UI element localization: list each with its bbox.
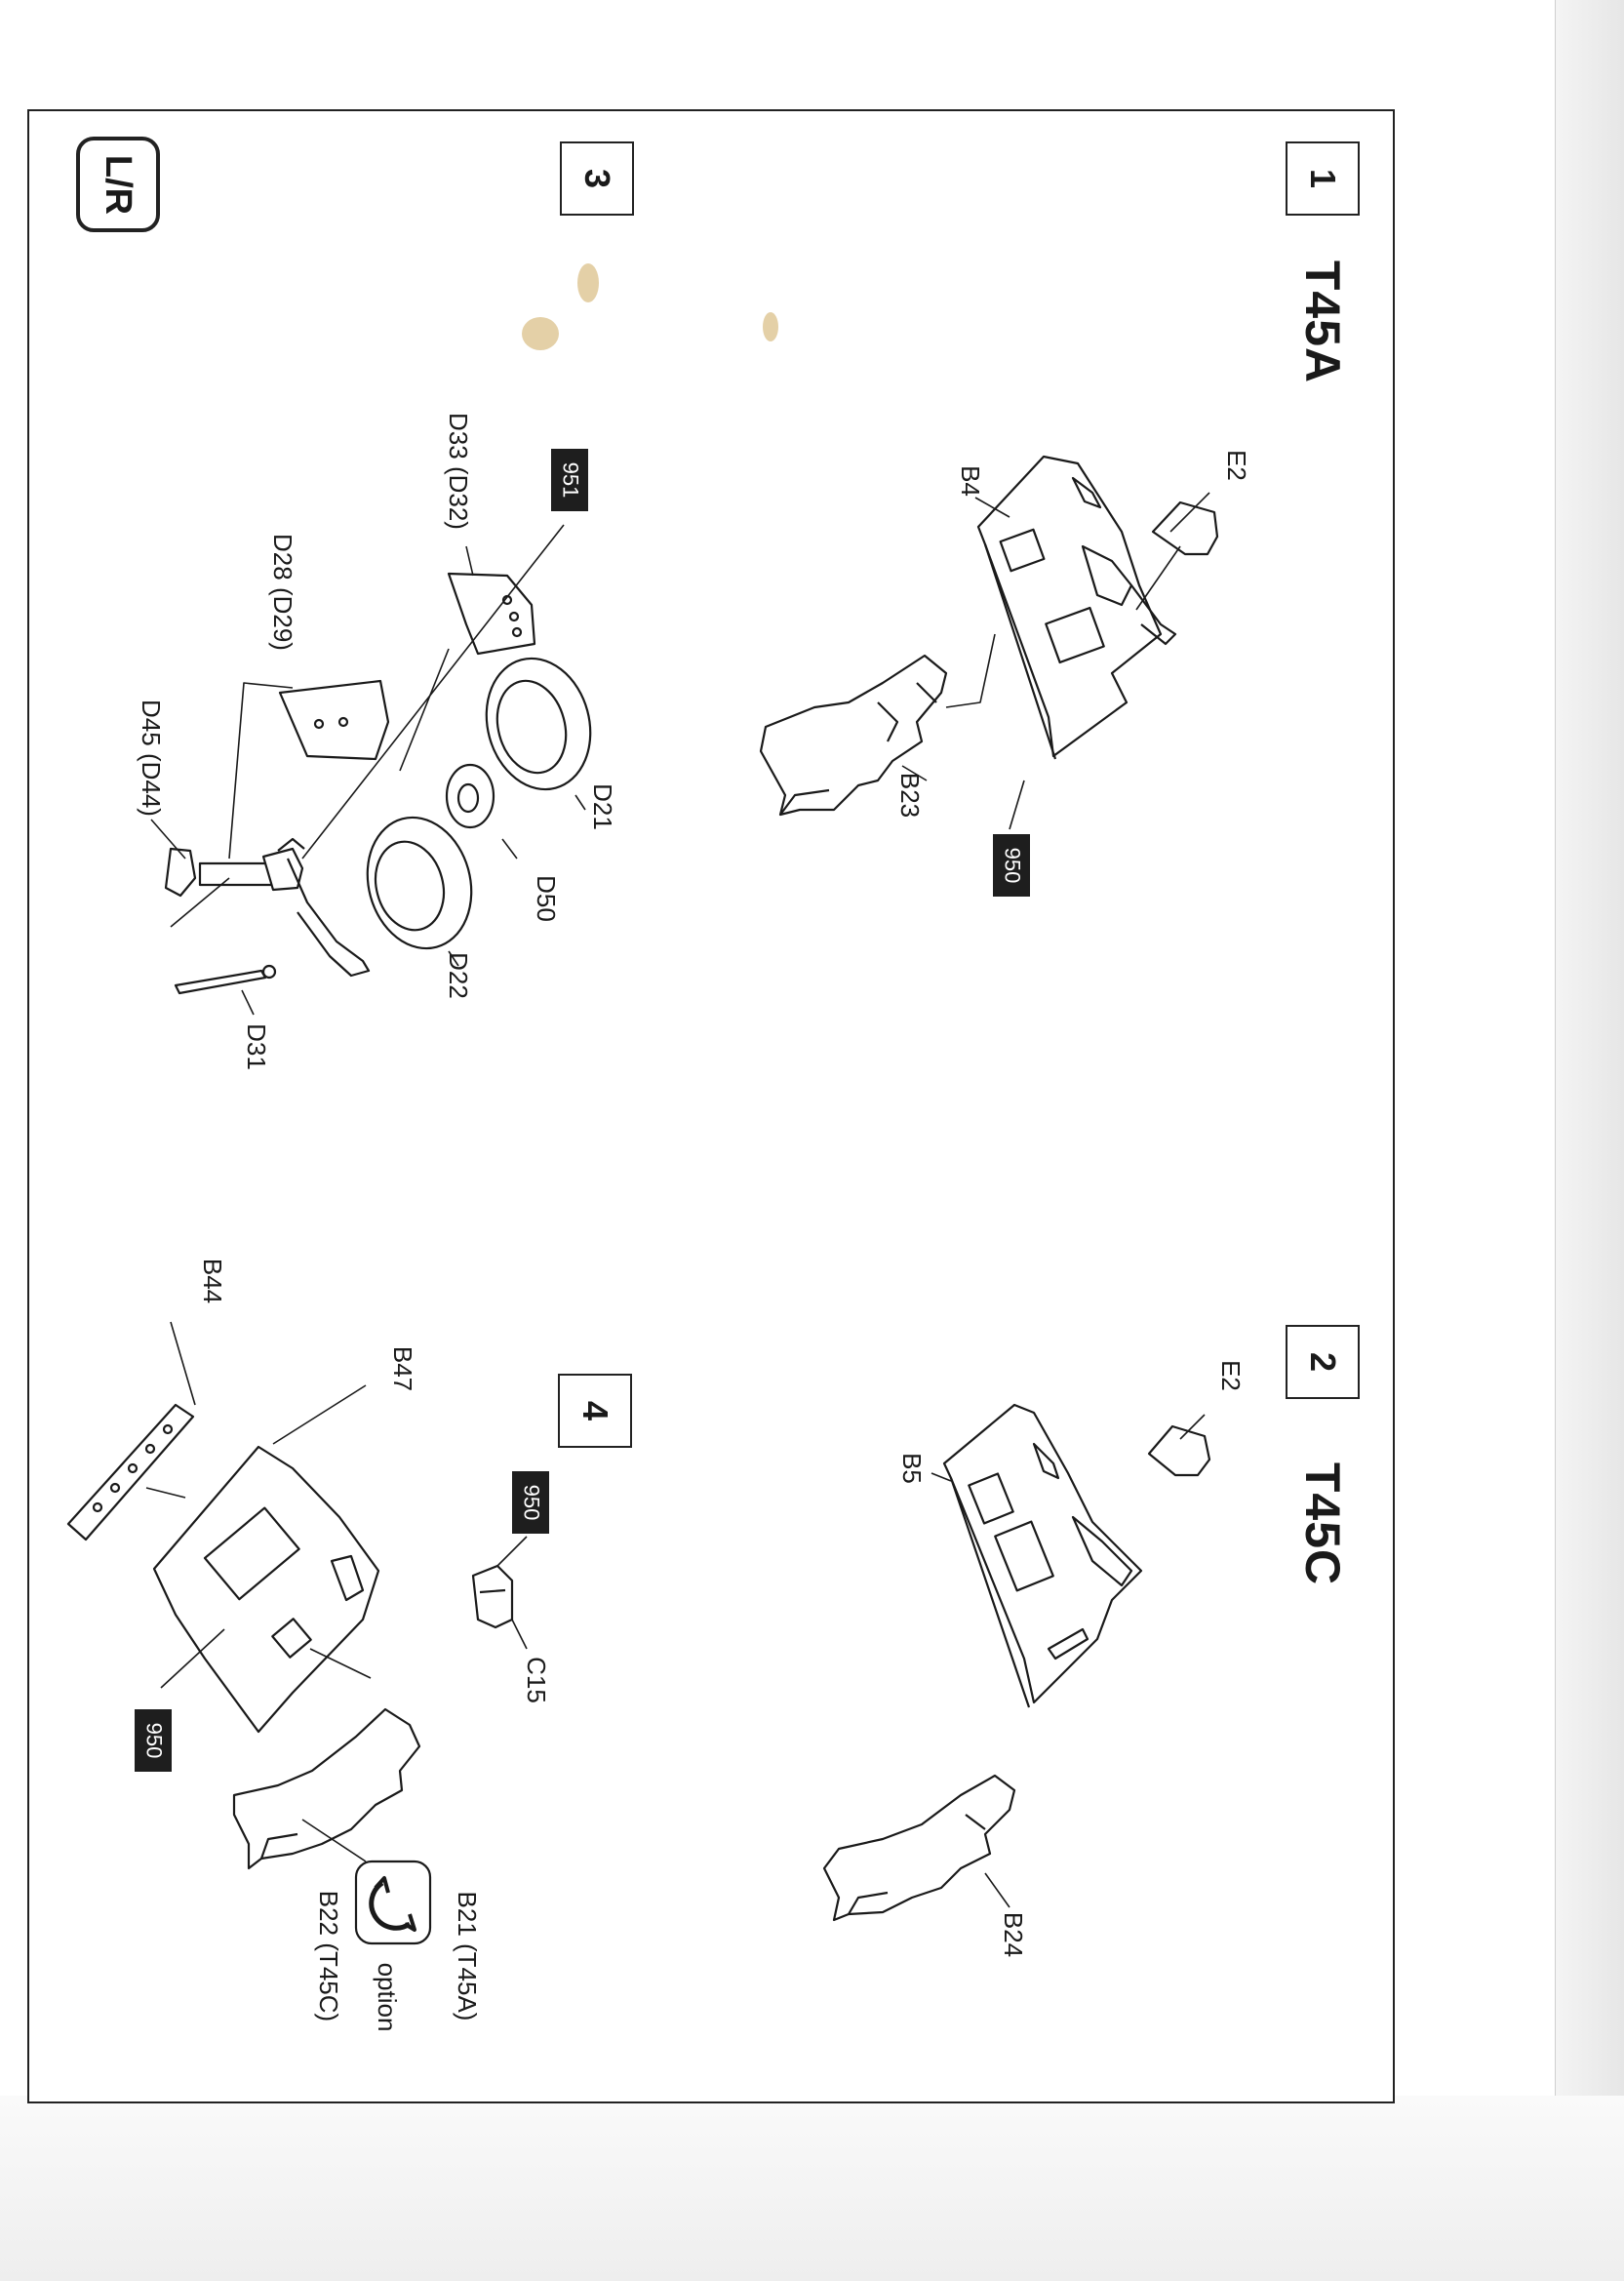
part-label-d31: D31: [242, 1023, 271, 1070]
part-d33-plate: [447, 572, 536, 656]
part-d50-hub: [445, 763, 495, 829]
part-b47-panel: [152, 1445, 380, 1734]
paint-code-badge: 951: [551, 449, 588, 511]
part-e2-block: [1147, 1424, 1211, 1477]
part-b4-panel: [976, 455, 1177, 760]
part-c15-clip: [471, 1564, 514, 1629]
part-label-d21: D21: [588, 783, 617, 830]
part-label-b4: B4: [956, 465, 985, 497]
paint-code-badge: 950: [993, 834, 1030, 897]
step-2-box: 2: [1286, 1325, 1360, 1399]
part-label-d33: D33 (D32): [444, 413, 473, 530]
stain: [763, 312, 778, 341]
part-label-e2: E2: [1216, 1360, 1246, 1391]
part-d31-pin: [174, 964, 277, 995]
part-b44-strip: [66, 1403, 195, 1541]
part-label-e2: E2: [1222, 450, 1251, 481]
part-label-b44: B44: [198, 1258, 227, 1304]
part-b24-bracket: [822, 1774, 1016, 1922]
part-b5-panel: [942, 1403, 1143, 1708]
part-label-b21: B21 (T45A): [453, 1891, 482, 2021]
part-label-c15: C15: [522, 1657, 551, 1703]
stain: [522, 317, 559, 350]
part-label-d45: D45 (D44): [137, 700, 166, 817]
page-edge: [1555, 0, 1624, 2281]
option-label: option: [373, 1962, 402, 2032]
left-right-badge: L/R: [76, 137, 160, 232]
part-label-b22: B22 (T45C): [314, 1890, 343, 2022]
part-label-d50: D50: [532, 875, 561, 922]
part-label-d28: D28 (D29): [268, 534, 297, 651]
part-label-b5: B5: [897, 1453, 927, 1484]
stain: [577, 263, 599, 302]
part-d45-axle: [164, 837, 371, 978]
step-1-box: 1: [1286, 141, 1360, 216]
step-3-box: 3: [560, 141, 634, 216]
part-label-d22: D22: [444, 952, 473, 999]
part-label-b24: B24: [999, 1911, 1028, 1958]
part-label-b23: B23: [895, 772, 925, 819]
step-4-box: 4: [558, 1374, 632, 1448]
part-d28-plate: [278, 679, 390, 761]
part-d21-wheel: [485, 657, 592, 791]
part-e2-block: [1151, 500, 1219, 556]
instruction-frame: [27, 109, 1395, 2103]
leader-lines: [145, 492, 1210, 1908]
part-b21-b22-bracket: [232, 1707, 421, 1870]
page-bottom-strip: [0, 2096, 1624, 2281]
part-d22-wheel: [366, 816, 473, 950]
rotate-option-icon: [354, 1860, 432, 1945]
paint-code-badge: 950: [135, 1709, 172, 1772]
part-b23-bracket: [759, 654, 948, 817]
paint-code-badge: 950: [512, 1471, 549, 1534]
part-label-b47: B47: [388, 1345, 417, 1392]
